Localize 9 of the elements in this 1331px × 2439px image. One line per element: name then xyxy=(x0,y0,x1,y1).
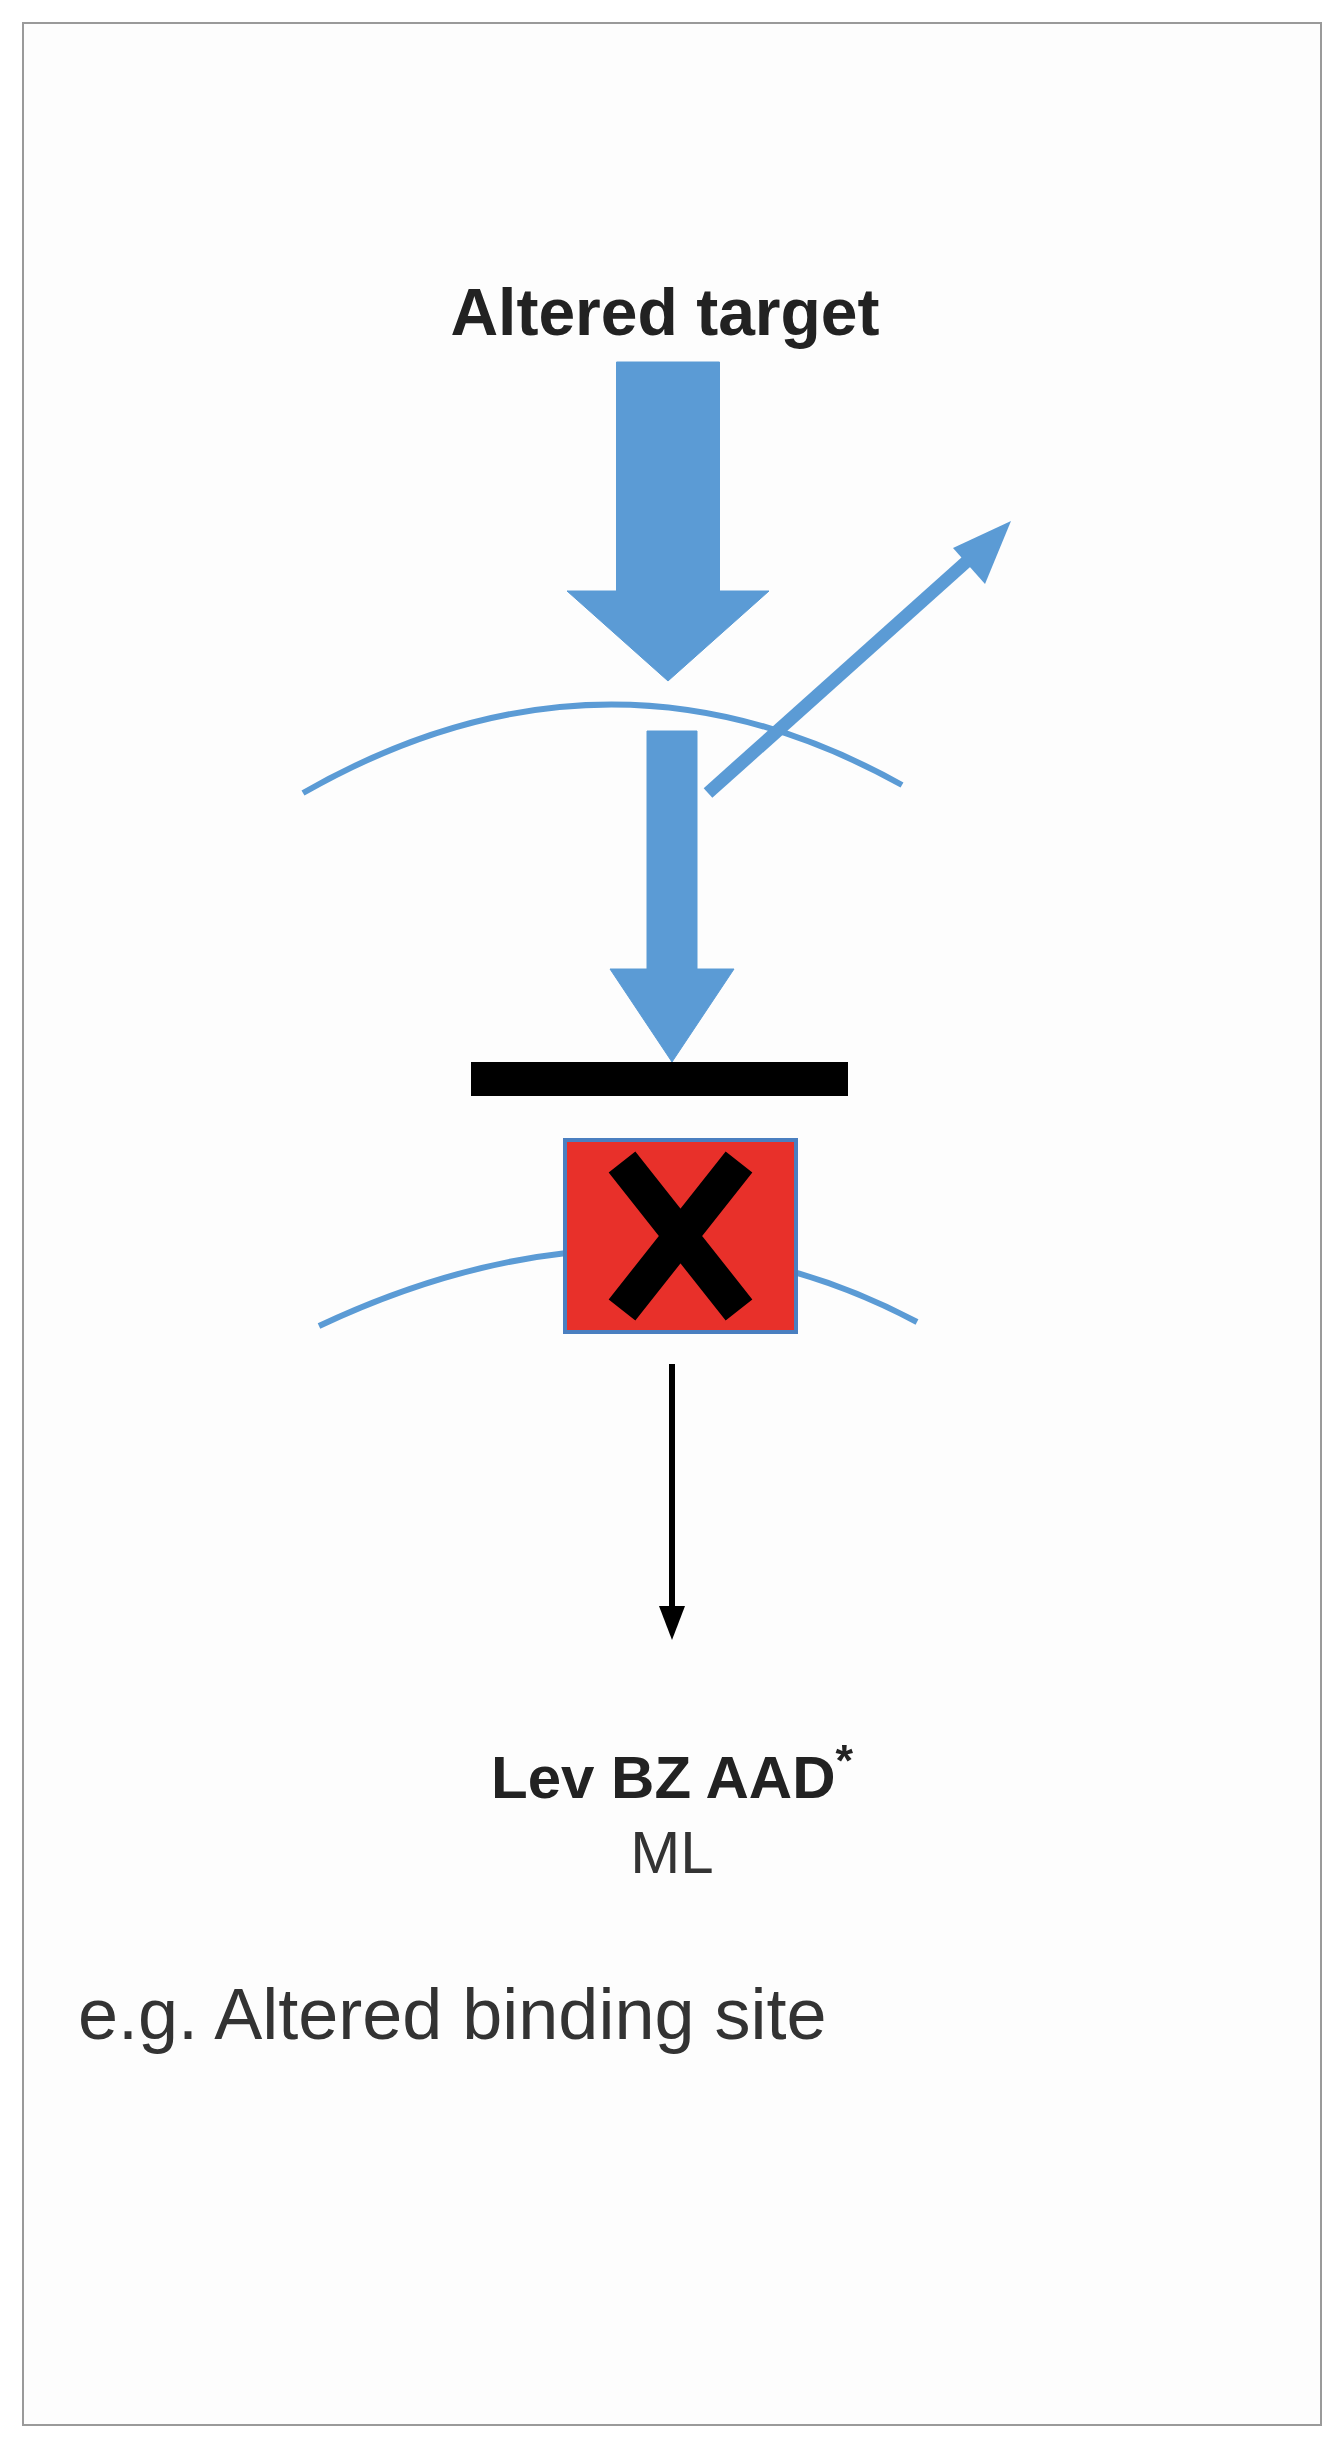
target-note: ML xyxy=(630,1818,714,1888)
example-note: e.g. Altered binding site xyxy=(78,1973,827,2056)
target-heading: Lev BZ AAD$^{*}$ xyxy=(491,1740,853,1813)
block-arrow xyxy=(609,730,735,1063)
inhibition-bar xyxy=(471,1062,848,1096)
target-heading: Altered target xyxy=(450,273,880,351)
block-arrow xyxy=(566,361,770,682)
arrow xyxy=(659,1364,685,1640)
blocked-target-box xyxy=(563,1138,798,1334)
